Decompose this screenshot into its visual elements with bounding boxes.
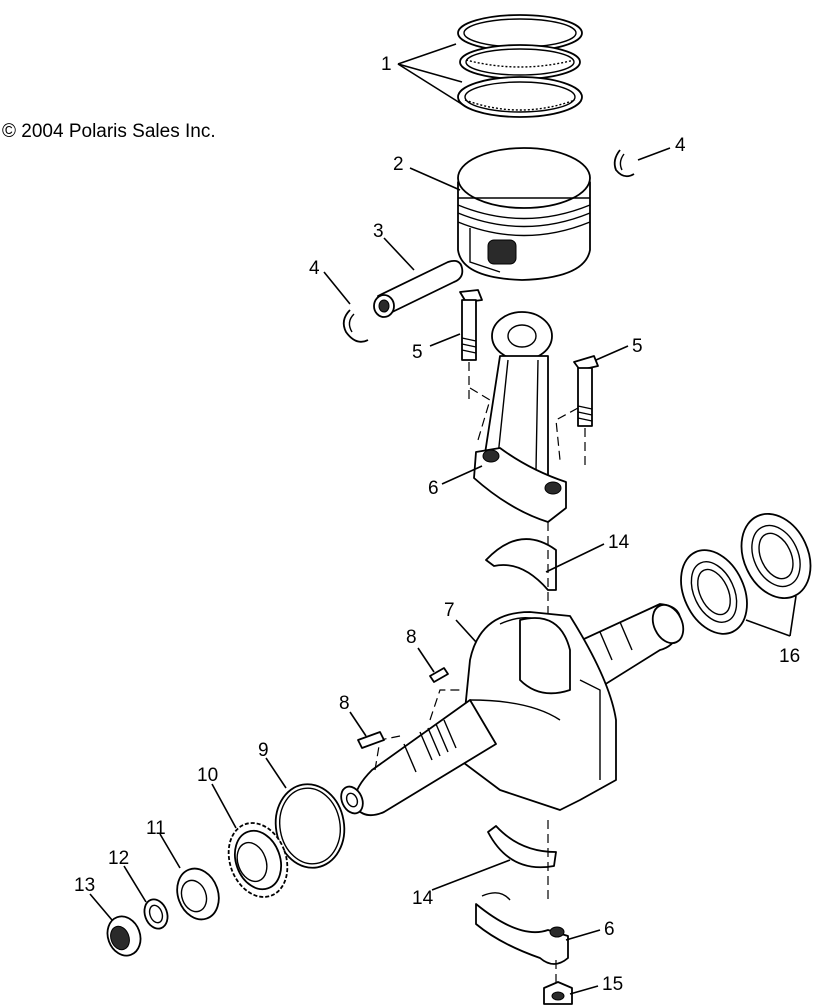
circlip-right xyxy=(613,149,635,178)
callout-13: 13 xyxy=(74,875,95,896)
callout-4-left: 4 xyxy=(309,258,320,279)
callout-15: 15 xyxy=(602,974,623,995)
callout-7: 7 xyxy=(444,600,455,621)
callout-8-upper: 8 xyxy=(406,627,417,648)
rod-cap xyxy=(475,892,569,965)
piston-pin xyxy=(373,259,464,318)
rod-bolt-left xyxy=(459,289,483,400)
bearing-insert-lower xyxy=(487,820,557,900)
callout-5-left: 5 xyxy=(412,342,423,363)
piston xyxy=(457,147,591,281)
callout-14-lower: 14 xyxy=(412,888,434,909)
washer xyxy=(143,898,169,930)
crankshaft xyxy=(340,603,685,817)
callout-11: 11 xyxy=(146,818,166,839)
key-upper xyxy=(429,667,449,683)
copyright-notice: © 2004 Polaris Sales Inc. xyxy=(2,121,216,142)
callout-16: 16 xyxy=(779,646,800,667)
circlip-left xyxy=(342,309,369,343)
bearing-insert-upper xyxy=(485,522,557,620)
cap-nut xyxy=(543,960,573,1005)
callout-12: 12 xyxy=(108,848,129,869)
callout-5-right: 5 xyxy=(632,336,643,357)
callout-4-right: 4 xyxy=(675,135,686,156)
callout-3: 3 xyxy=(373,221,384,242)
crank-nut xyxy=(106,915,142,957)
rod-bolt-right xyxy=(573,355,599,470)
callout-8-lower: 8 xyxy=(339,693,350,714)
callout-6-cap: 6 xyxy=(604,919,615,940)
o-ring xyxy=(274,783,346,869)
piston-rings xyxy=(457,14,583,118)
spacer xyxy=(176,867,220,921)
main-bearings xyxy=(680,512,812,635)
callout-10: 10 xyxy=(197,765,218,786)
callout-1: 1 xyxy=(381,54,392,75)
key-lower xyxy=(357,731,385,749)
callout-6-rod: 6 xyxy=(428,478,439,499)
connecting-rod xyxy=(469,311,579,523)
callout-9: 9 xyxy=(258,740,269,761)
callout-14-upper: 14 xyxy=(608,532,630,553)
callout-labels: 1 2 3 4 4 5 5 6 6 7 8 8 9 10 11 12 13 14… xyxy=(74,54,800,995)
timing-gear xyxy=(227,822,289,898)
callout-2: 2 xyxy=(393,154,404,175)
leader-lines xyxy=(89,43,797,995)
